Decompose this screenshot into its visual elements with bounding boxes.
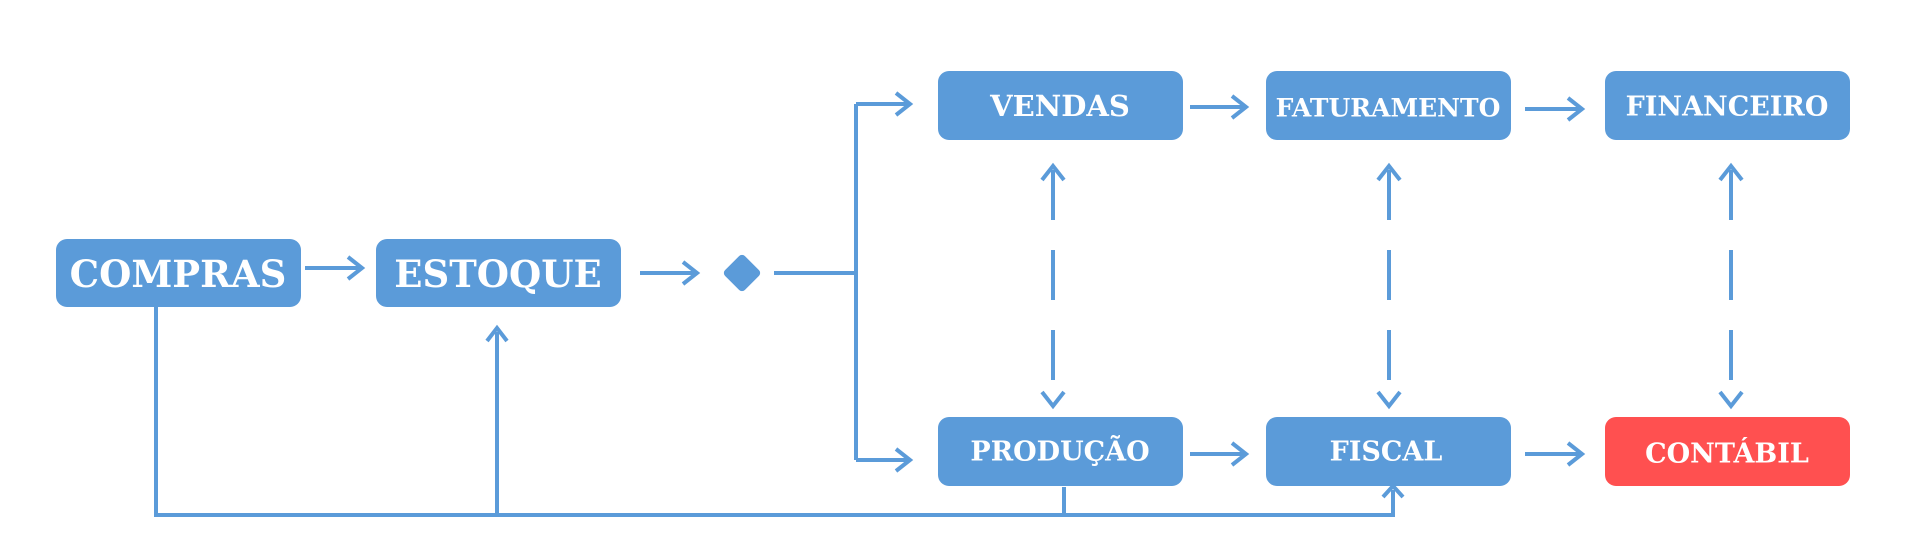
arrowhead bbox=[485, 324, 509, 343]
node-box bbox=[56, 239, 301, 307]
node-box bbox=[1605, 71, 1850, 140]
node-label: FINANCEIRO bbox=[1626, 92, 1829, 123]
node-faturamento: FATURAMENTO bbox=[1266, 71, 1511, 140]
node-fiscal: FISCAL bbox=[1266, 417, 1511, 486]
node-box bbox=[938, 417, 1183, 486]
node-box bbox=[1605, 417, 1850, 486]
node-label: ESTOQUE bbox=[394, 252, 601, 296]
node-label: FATURAMENTO bbox=[1276, 94, 1501, 123]
arrowhead bbox=[1718, 162, 1744, 182]
node-box bbox=[376, 239, 621, 307]
feedback-line-compras bbox=[154, 307, 1395, 517]
node-label: PRODUÇÃO bbox=[970, 435, 1149, 468]
node-box bbox=[1266, 417, 1511, 486]
arrowhead bbox=[1376, 162, 1402, 182]
arrowhead bbox=[894, 91, 914, 117]
arrowhead bbox=[1040, 162, 1066, 182]
arrowhead bbox=[1230, 441, 1250, 467]
arrowhead bbox=[1566, 96, 1586, 122]
arrowhead bbox=[1566, 441, 1586, 467]
node-box bbox=[1266, 71, 1511, 140]
node-producao: PRODUÇÃO bbox=[938, 417, 1183, 486]
arrowhead bbox=[1718, 390, 1744, 410]
node-vendas: VENDAS bbox=[938, 71, 1183, 140]
arrowhead bbox=[346, 255, 366, 281]
decision-diamond bbox=[723, 254, 761, 292]
node-label: FISCAL bbox=[1330, 437, 1443, 468]
arrowhead bbox=[1230, 94, 1250, 120]
node-box bbox=[938, 71, 1183, 140]
node-contabil: CONTÁBIL bbox=[1605, 417, 1850, 486]
arrowhead bbox=[1040, 390, 1066, 410]
node-financeiro: FINANCEIRO bbox=[1605, 71, 1850, 140]
node-label: VENDAS bbox=[989, 89, 1130, 123]
arrowhead bbox=[894, 447, 914, 473]
arrowhead bbox=[1376, 390, 1402, 410]
node-estoque: ESTOQUE bbox=[376, 239, 621, 307]
node-compras: COMPRAS bbox=[56, 239, 301, 307]
node-label: CONTÁBIL bbox=[1645, 437, 1809, 470]
arrowhead bbox=[681, 260, 701, 286]
node-label: COMPRAS bbox=[70, 252, 287, 296]
